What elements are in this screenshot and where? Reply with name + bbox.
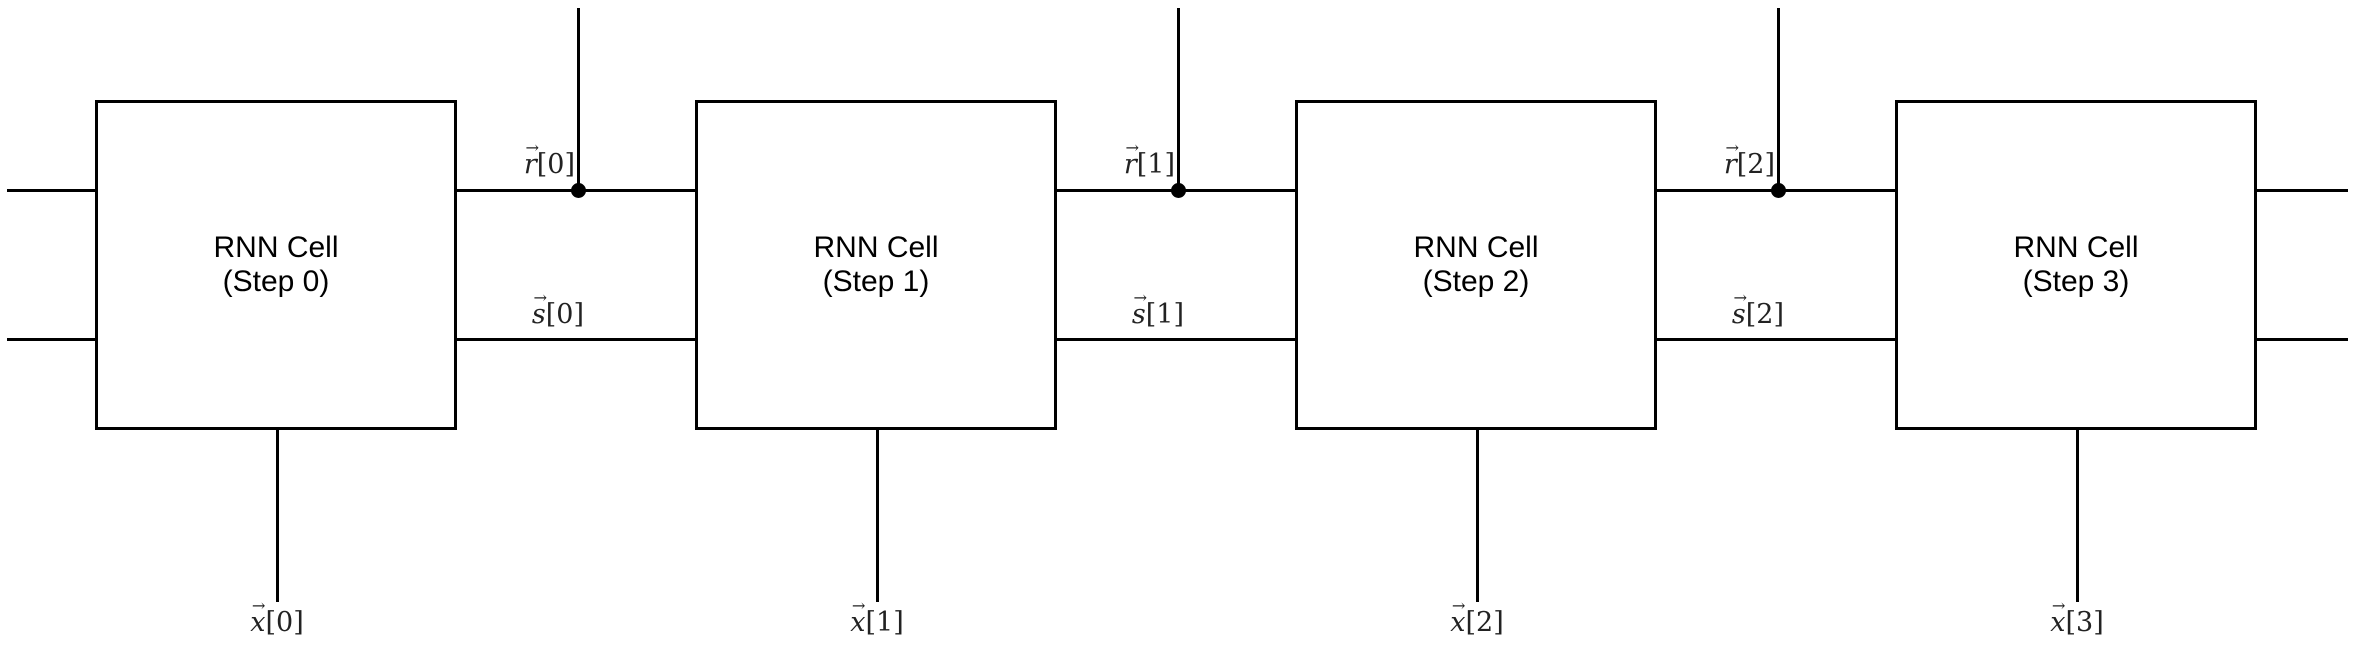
s-connection-line	[1655, 338, 1898, 341]
junction-dot	[1771, 183, 1786, 198]
cell-title: RNN Cell	[2013, 231, 2139, 264]
var-index: [3]	[2065, 607, 2104, 638]
var-letter: r	[1123, 149, 1137, 180]
s-label-0: →s[0]	[464, 289, 584, 330]
left-edge-line-r	[7, 189, 97, 192]
r-label-0: →r[0]	[455, 139, 575, 180]
math-var: →r	[1723, 139, 1739, 180]
var-index: [0]	[265, 607, 304, 638]
vector-arrow: →	[525, 137, 540, 157]
var-letter: r	[1723, 149, 1737, 180]
vector-arrow: →	[1451, 595, 1466, 615]
vector-arrow: →	[1133, 287, 1148, 307]
vector-arrow: →	[1733, 287, 1748, 307]
top-branch-line	[1777, 8, 1780, 192]
var-index: [2]	[1745, 299, 1784, 330]
math-var: →s	[1731, 289, 1747, 330]
vector-arrow: →	[1725, 137, 1740, 157]
var-letter: x	[2050, 607, 2066, 638]
input-label-x2: →x[2]	[1397, 597, 1557, 638]
math-var: →x	[2050, 597, 2066, 638]
var-letter: s	[531, 299, 546, 330]
r-label-2: →r[2]	[1655, 139, 1775, 180]
var-index: [0]	[545, 299, 584, 330]
input-stem-line	[876, 430, 879, 602]
cell-subtitle: (Step 1)	[822, 265, 930, 298]
s-label-1: →s[1]	[1064, 289, 1184, 330]
cell-subtitle: (Step 2)	[1422, 265, 1530, 298]
top-branch-line	[1177, 8, 1180, 192]
cell-title: RNN Cell	[813, 231, 939, 264]
rnn-cell-box-step-1: RNN Cell (Step 1)	[695, 100, 1057, 430]
input-label-x1: →x[1]	[797, 597, 957, 638]
var-index: [2]	[1465, 607, 1504, 638]
junction-dot	[571, 183, 586, 198]
math-var: →x	[250, 597, 266, 638]
r-label-1: →r[1]	[1055, 139, 1175, 180]
var-index: [1]	[1136, 149, 1175, 180]
right-edge-line-r	[2255, 189, 2348, 192]
vector-arrow: →	[2051, 595, 2066, 615]
vector-arrow: →	[533, 287, 548, 307]
cell-subtitle: (Step 0)	[222, 265, 330, 298]
math-var: →x	[1450, 597, 1466, 638]
input-stem-line	[1476, 430, 1479, 602]
var-letter: s	[1131, 299, 1146, 330]
s-label-2: →s[2]	[1664, 289, 1784, 330]
right-edge-line-s	[2255, 338, 2348, 341]
input-stem-line	[276, 430, 279, 602]
math-var: →r	[1123, 139, 1139, 180]
math-var: →s	[531, 289, 547, 330]
vector-arrow: →	[851, 595, 866, 615]
input-label-x0: →x[0]	[197, 597, 357, 638]
var-letter: s	[1731, 299, 1746, 330]
math-var: →s	[1131, 289, 1147, 330]
var-index: [2]	[1736, 149, 1775, 180]
junction-dot	[1171, 183, 1186, 198]
math-var: →r	[523, 139, 539, 180]
s-connection-line	[455, 338, 698, 341]
var-letter: x	[1450, 607, 1466, 638]
rnn-cell-box-step-0: RNN Cell (Step 0)	[95, 100, 457, 430]
var-letter: x	[250, 607, 266, 638]
vector-arrow: →	[251, 595, 266, 615]
vector-arrow: →	[1125, 137, 1140, 157]
input-stem-line	[2076, 430, 2079, 602]
var-index: [1]	[1145, 299, 1184, 330]
cell-subtitle: (Step 3)	[2022, 265, 2130, 298]
left-edge-line-s	[7, 338, 97, 341]
cell-title: RNN Cell	[1413, 231, 1539, 264]
math-var: →x	[850, 597, 866, 638]
input-label-x3: →x[3]	[1997, 597, 2157, 638]
var-index: [1]	[865, 607, 904, 638]
rnn-cell-box-step-2: RNN Cell (Step 2)	[1295, 100, 1657, 430]
top-branch-line	[577, 8, 580, 192]
var-letter: r	[523, 149, 537, 180]
rnn-cell-box-step-3: RNN Cell (Step 3)	[1895, 100, 2257, 430]
s-connection-line	[1055, 338, 1298, 341]
var-index: [0]	[536, 149, 575, 180]
cell-title: RNN Cell	[213, 231, 339, 264]
var-letter: x	[850, 607, 866, 638]
